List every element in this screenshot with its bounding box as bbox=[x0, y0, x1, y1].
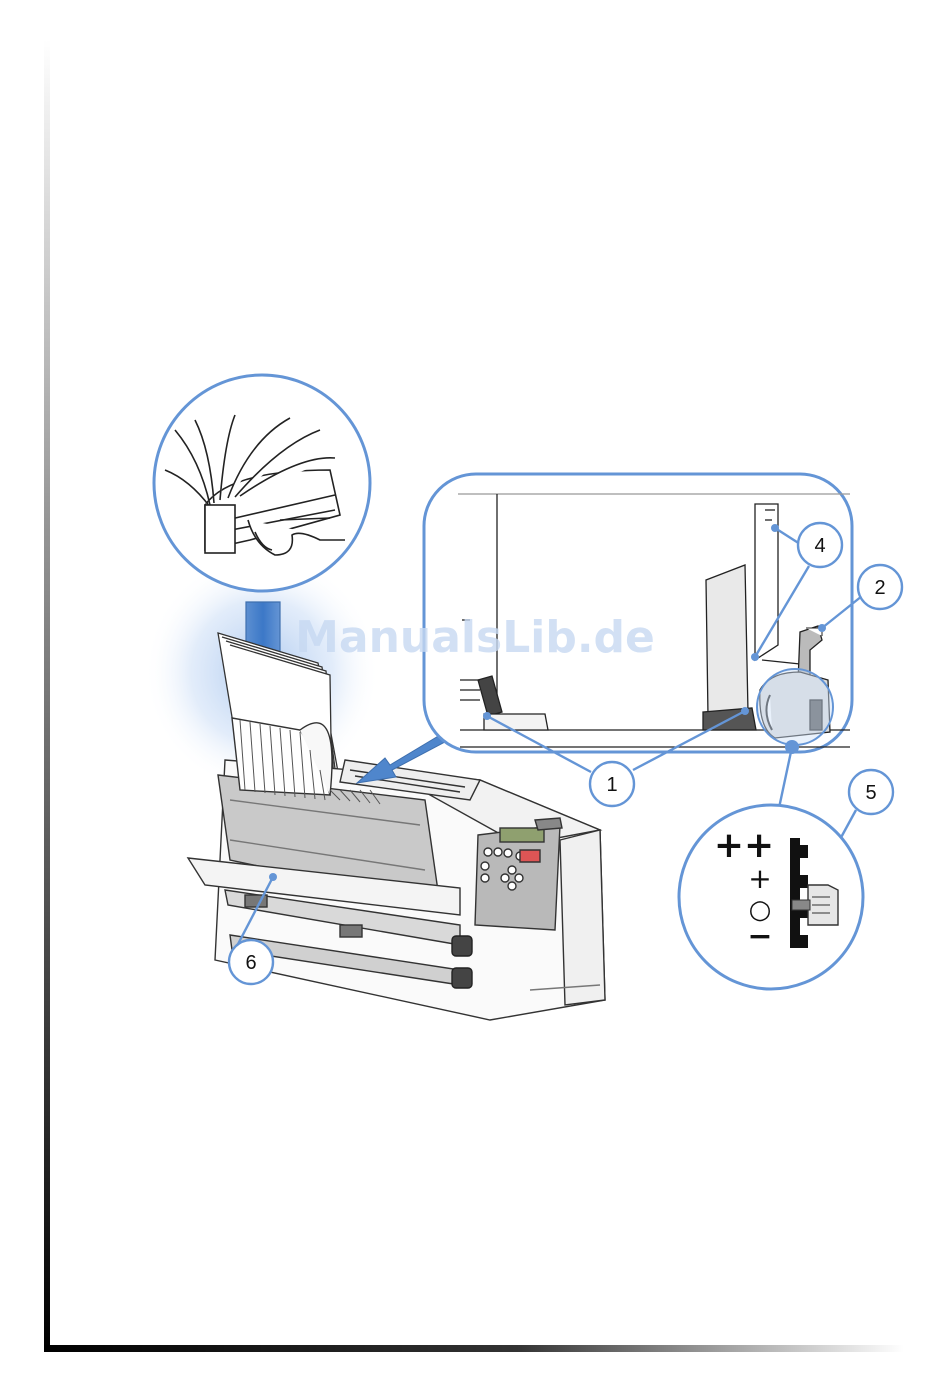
callout-6: 6 bbox=[229, 940, 273, 984]
callout-5: 5 bbox=[849, 770, 893, 814]
density-plus: + bbox=[748, 862, 771, 895]
callout-1-label: 1 bbox=[606, 774, 617, 796]
density-scale-detail: ++ + ○ − bbox=[679, 805, 863, 989]
fan-paper-detail bbox=[154, 375, 370, 591]
callout-4-label: 4 bbox=[814, 535, 825, 557]
scale-highlight-circle bbox=[757, 669, 833, 745]
density-plusplus: ++ bbox=[714, 825, 774, 866]
guide-detail-panel bbox=[424, 474, 852, 752]
callout-6-label: 6 bbox=[245, 952, 256, 974]
callout-4: 4 bbox=[798, 523, 842, 567]
callout-5-label: 5 bbox=[865, 782, 876, 804]
density-minus: − bbox=[747, 919, 772, 954]
page-bottom-edge bbox=[44, 1345, 904, 1352]
connector-dot-top bbox=[785, 740, 799, 754]
page-left-edge bbox=[44, 40, 50, 1352]
callout-2-label: 2 bbox=[874, 577, 885, 599]
callout-1: 1 bbox=[590, 762, 634, 806]
callout-2: 2 bbox=[858, 565, 902, 609]
